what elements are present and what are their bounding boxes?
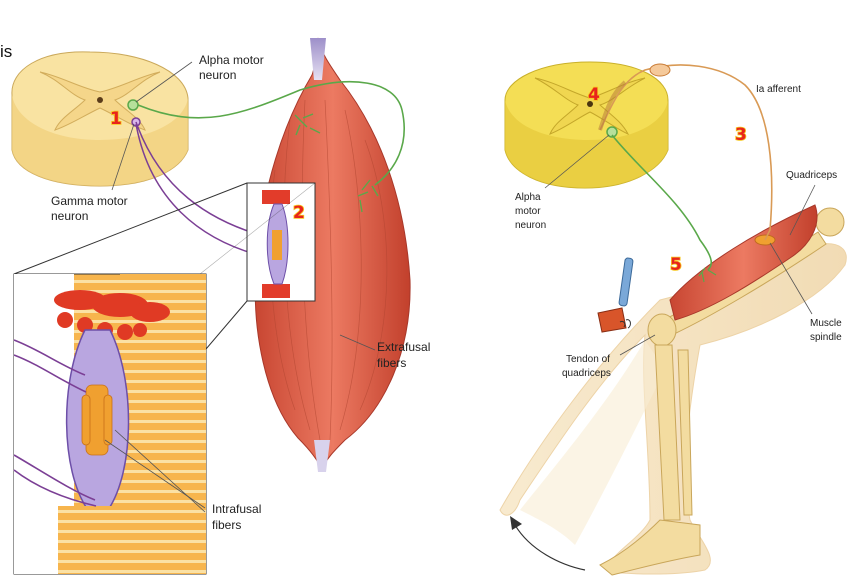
alpha-motor-axon: [137, 81, 405, 186]
marker-3: 3: [735, 125, 747, 145]
tendon-label-line1: Tendon of: [566, 354, 610, 365]
marker-2: 2: [293, 203, 305, 223]
dorsal-root-ganglion: [649, 63, 671, 77]
quadriceps-muscle: [669, 204, 818, 321]
right-alpha-motor-axon: [611, 134, 712, 271]
corner-text: is: [0, 42, 13, 61]
marker-5: 5: [670, 255, 682, 275]
alpha-motor-neuron-label-line1: Alpha motor: [199, 53, 264, 67]
intrafusal-fibers-label-line2: fibers: [212, 518, 241, 532]
spinal-cord-left: [11, 51, 189, 187]
right-alpha-label-line3: neuron: [515, 220, 546, 231]
extrafusal-fibers-label-line1: Extrafusal: [377, 340, 430, 354]
marker-1: 1: [110, 109, 122, 129]
reflex-hammer-icon: [597, 257, 634, 333]
right-alpha-label-line1: Alpha: [515, 192, 541, 203]
tendon-label-line2: quadriceps: [562, 368, 611, 379]
muscle-spindle-label-line2: spindle: [810, 332, 842, 343]
neuromuscular-junction: [294, 113, 379, 213]
swing-arrow: [514, 524, 586, 571]
right-alpha-neuron-cell-body: [606, 126, 618, 138]
right-alpha-label-line2: motor: [515, 206, 541, 217]
quadriceps-label: Quadriceps: [786, 170, 837, 181]
ia-afferent-label: Ia afferent: [756, 84, 801, 95]
ia-afferent-fiber: [599, 64, 773, 241]
spindle-detail-inset: [13, 273, 207, 575]
gamma-motor-neuron-label-line1: Gamma motor: [51, 194, 128, 208]
marker-4: 4: [588, 85, 600, 105]
gamma-axons-inset: [13, 339, 97, 507]
swung-leg-ghost: [520, 340, 665, 545]
left-figure: [11, 37, 411, 575]
gamma-motor-neuron-label-line2: neuron: [51, 209, 88, 223]
spinal-cord-right: [504, 61, 669, 189]
alpha-motor-neuron-label-line2: neuron: [199, 68, 236, 82]
extrafusal-muscle: [254, 37, 411, 472]
muscle-spindle-label-line1: Muscle: [810, 318, 842, 329]
intrafusal-fibers-label-line1: Intrafusal: [212, 502, 261, 516]
extrafusal-fibers-label-line2: fibers: [377, 356, 406, 370]
right-figure: [499, 61, 847, 576]
gamma-motor-axon: [135, 121, 263, 257]
